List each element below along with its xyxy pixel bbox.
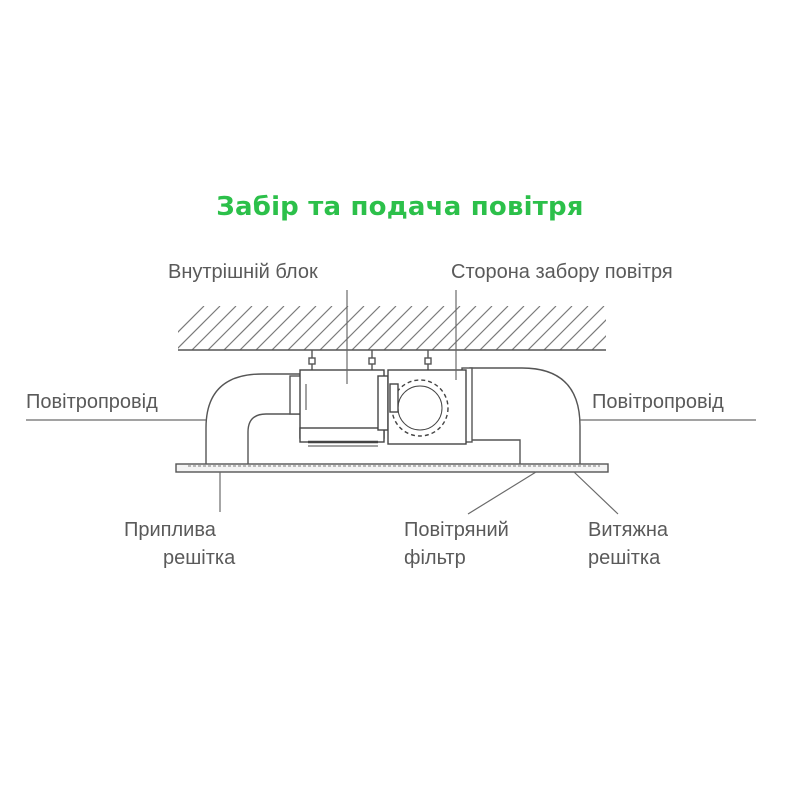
label-supply-grille-line1: Приплива [124, 519, 216, 541]
hanger-rods [308, 350, 432, 372]
label-air-filter-line1: Повітряний [404, 519, 509, 541]
label-duct-left: Повітропровід [26, 391, 158, 413]
left-duct [205, 373, 303, 467]
label-exhaust-grille-line2: решітка [588, 547, 661, 569]
label-supply-grille-line2: решітка [163, 547, 236, 569]
label-air-filter-line2: фільтр [404, 547, 466, 569]
ceiling-panel [175, 463, 609, 473]
label-intake-side: Сторона забору повітря [451, 261, 673, 283]
leader-air-filter [467, 471, 537, 515]
leader-exhaust-grille [573, 471, 619, 515]
label-exhaust-grille-line1: Витяжна [588, 519, 669, 541]
label-indoor-unit: Внутрішній блок [168, 261, 318, 283]
label-duct-right: Повітропровід [592, 391, 724, 413]
diagram-title: Забір та подача повітря [216, 192, 584, 222]
indoor-unit [299, 369, 389, 447]
leader-lines [26, 290, 756, 515]
right-duct [461, 367, 581, 467]
fan-housing [387, 369, 467, 445]
ceiling-slab [178, 306, 606, 351]
